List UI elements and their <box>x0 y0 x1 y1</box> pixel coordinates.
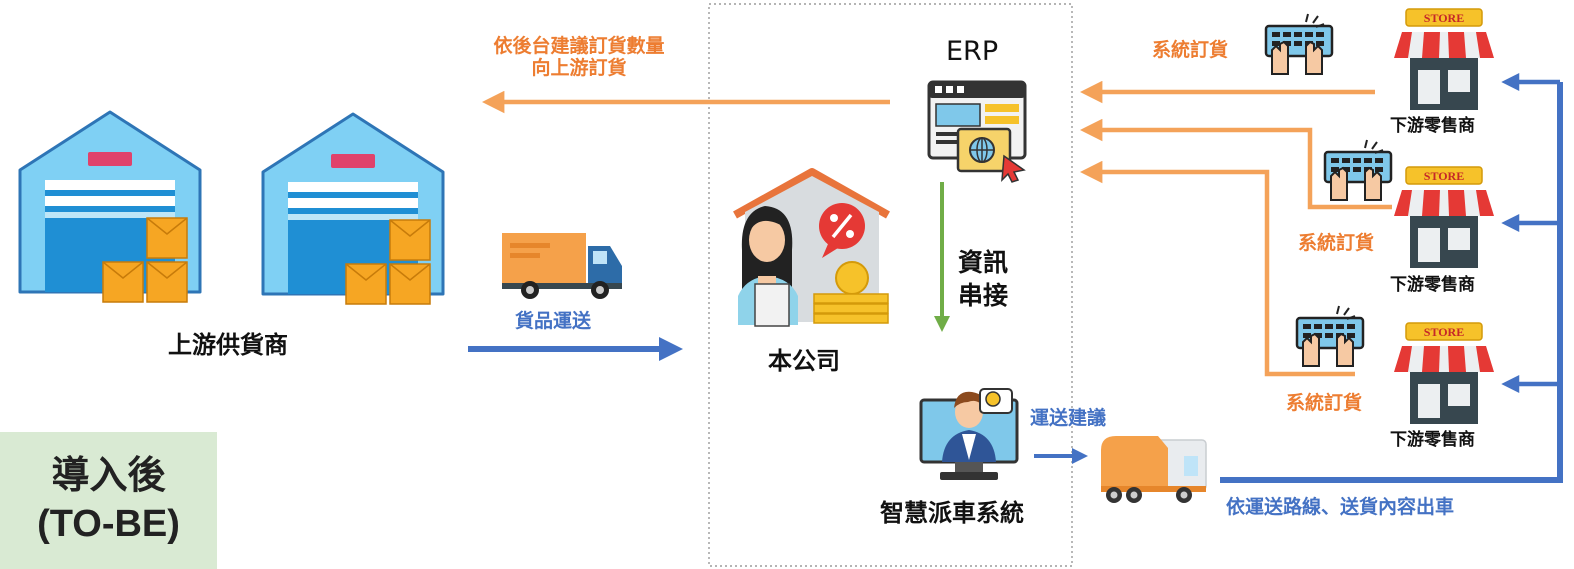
retailer-label: 下游零售商 <box>1390 116 1475 136</box>
store-icon: STORE <box>1394 166 1494 268</box>
delivery-suggestion-label: 運送建議 <box>1030 407 1107 429</box>
to-be-subtitle: (TO-BE) <box>37 502 180 545</box>
warehouse-icon <box>18 110 202 303</box>
to-be-badge: 導入後 (TO-BE) <box>0 432 217 569</box>
upstream-order-label: 依後台建議訂貨數量 向上游訂貨 <box>470 35 688 80</box>
system-order-label: 系統訂貨 <box>1286 392 1363 414</box>
retailer-label: 下游零售商 <box>1390 275 1475 295</box>
retailer-label: 下游零售商 <box>1390 430 1475 450</box>
store-icon: STORE <box>1394 8 1494 110</box>
info-link-label: 資訊 串接 <box>958 247 1008 312</box>
info-link-line1: 資訊 <box>958 248 1009 277</box>
keyboard-icon <box>1323 139 1393 201</box>
upstream-order-line1: 依後台建議訂貨數量 <box>493 35 665 57</box>
company-icon <box>733 168 890 327</box>
order-arrow <box>1079 118 1392 210</box>
goods-delivery-label: 貨品運送 <box>515 310 592 332</box>
keyboard-icon <box>1295 305 1365 367</box>
keyboard-icon <box>1264 13 1334 75</box>
route-dispatch-label: 依運送路線、送貨內容出車 <box>1226 496 1455 518</box>
to-be-title: 導入後 <box>51 455 166 497</box>
info-link-line2: 串接 <box>958 280 1009 310</box>
store-icon: STORE <box>1394 322 1494 424</box>
company-boundary <box>708 3 1073 567</box>
supplier-label: 上游供貨商 <box>168 331 288 359</box>
erp-icon <box>927 80 1027 183</box>
system-order-label: 系統訂貨 <box>1298 232 1375 254</box>
store-sign-text: STORE <box>1424 169 1464 183</box>
warehouse-icon <box>261 112 445 305</box>
upstream-order-line2: 向上游訂貨 <box>531 56 627 79</box>
store-sign-text: STORE <box>1424 325 1464 339</box>
route-dispatch-line <box>1220 82 1563 483</box>
delivery-truck-icon <box>502 233 622 299</box>
dispatch-system-label: 智慧派車系統 <box>880 499 1024 527</box>
system-order-label: 系統訂貨 <box>1152 39 1229 61</box>
dispatch-truck-icon <box>1101 436 1207 503</box>
erp-label: ERP <box>946 36 999 67</box>
order-arrow <box>1079 160 1355 377</box>
company-label: 本公司 <box>768 347 840 375</box>
dispatch-system-icon <box>919 388 1019 480</box>
store-sign-text: STORE <box>1424 11 1464 25</box>
